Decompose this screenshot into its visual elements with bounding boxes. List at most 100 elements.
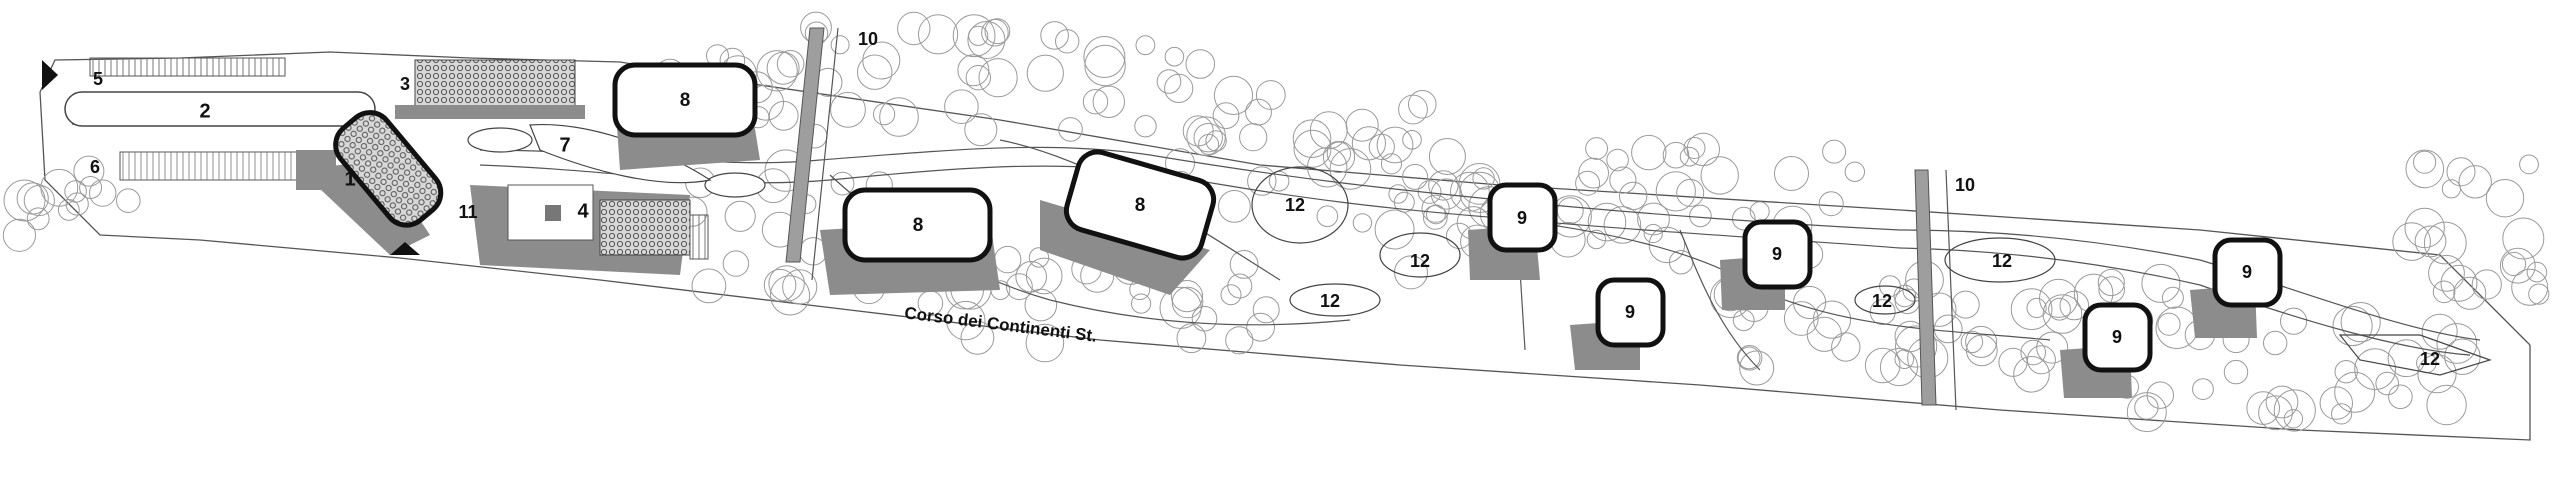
tree-icon	[2441, 179, 2461, 199]
label-7: 7	[559, 134, 570, 156]
tree-icon	[1164, 46, 1185, 67]
tree-icon	[1895, 325, 1938, 368]
tree-icon	[2283, 409, 2304, 429]
tree-icon	[2458, 165, 2492, 199]
tree-icon	[23, 184, 55, 217]
label-9-b: 9	[1625, 302, 1635, 322]
tree-icon	[1345, 108, 1379, 142]
tree-icon	[2511, 268, 2549, 306]
tree-icon	[2428, 254, 2465, 292]
tree-icon	[1164, 73, 1194, 104]
tree-icon	[1084, 44, 1126, 87]
tree-icon	[1893, 284, 1917, 308]
tree-icon	[763, 268, 797, 302]
tree-icon	[64, 180, 87, 203]
tree-icon	[1185, 49, 1216, 79]
tree-icon	[2404, 207, 2445, 249]
tree-icon	[2375, 371, 2399, 396]
tree-icon	[1683, 137, 1706, 159]
tree-icon	[2334, 360, 2358, 384]
tree-icon	[1408, 90, 1437, 119]
tree-icon	[2026, 345, 2056, 375]
tree-icon	[2010, 288, 2053, 331]
tree-icon	[2432, 280, 2456, 304]
tree-icon	[2499, 247, 2536, 284]
tree-icon	[1225, 326, 1254, 355]
tree-icon	[2319, 386, 2354, 420]
gardens-12	[1251, 166, 2492, 376]
tree-icon	[2331, 403, 2353, 425]
tree-icon	[724, 200, 756, 232]
tree-icon	[1213, 75, 1254, 116]
tree-icon	[2126, 392, 2167, 433]
tree-icon	[1619, 181, 1648, 211]
tree-icon	[952, 14, 996, 58]
tree-icon	[2528, 283, 2550, 305]
label-12-f: 12	[2420, 349, 2440, 369]
tree-icon	[1739, 350, 1775, 386]
tree-icon	[2436, 323, 2478, 364]
tree-icon	[1218, 190, 1251, 223]
tree-icon	[1028, 247, 1050, 268]
label-10-b: 10	[1955, 175, 1975, 195]
tree-icon	[26, 207, 50, 231]
tree-icon	[1446, 222, 1473, 249]
tree-icon	[1268, 170, 1290, 192]
tree-icon	[1352, 213, 1373, 233]
tree-icon	[2421, 313, 2458, 350]
tree-icon	[2340, 302, 2381, 343]
tree-icon	[1686, 132, 1721, 167]
tree-icon	[1368, 133, 1395, 160]
tree-icon	[769, 275, 811, 316]
tree-icon	[2039, 278, 2079, 318]
tree-icon	[967, 21, 1006, 59]
building-9-a	[1468, 182, 1558, 280]
tree-icon	[1430, 178, 1463, 210]
tree-icon	[2502, 217, 2545, 260]
tree-icon	[2501, 251, 2527, 277]
tree-icon	[1587, 202, 1627, 242]
tree-icon	[89, 179, 117, 207]
label-10-a: 10	[858, 29, 878, 49]
tree-icon	[2405, 149, 2445, 189]
tree-icon	[1191, 305, 1218, 332]
tree-icon	[981, 18, 1009, 47]
tree-icon	[2141, 263, 2181, 303]
building-1	[300, 110, 444, 255]
label-9-c: 9	[1772, 244, 1782, 264]
label-4: 4	[577, 200, 589, 222]
tree-icon	[2048, 297, 2071, 321]
tree-icon	[1586, 229, 1607, 250]
tree-icon	[766, 51, 800, 85]
tree-icon	[879, 97, 919, 137]
tree-icon	[830, 35, 850, 55]
tree-icon	[1388, 184, 1408, 204]
tree-icon	[1402, 130, 1422, 150]
tree-icon	[2134, 395, 2159, 420]
tree-icon	[2388, 384, 2413, 410]
label-12-c: 12	[1320, 291, 1340, 311]
tree-icon	[1606, 148, 1629, 172]
tree-icon	[2026, 297, 2047, 319]
label-12-e: 12	[1992, 251, 2012, 271]
tree-icon	[2280, 307, 2308, 335]
tree-icon	[1933, 314, 1963, 344]
tree-icon	[1609, 166, 1637, 194]
tree-icon	[862, 41, 901, 80]
label-8-c: 8	[1135, 195, 1146, 216]
tree-icon	[946, 300, 986, 341]
tree-icon	[1818, 191, 1844, 217]
tree-icon	[2265, 385, 2299, 419]
tree-icon	[1255, 80, 1286, 110]
label-3: 3	[400, 74, 410, 94]
tree-icon	[1082, 89, 1109, 115]
tree-icon	[1083, 36, 1126, 78]
tree-icon	[1156, 69, 1182, 94]
tree-icon	[2020, 339, 2046, 366]
label-12-a: 12	[1285, 195, 1305, 215]
road-strip-left	[785, 27, 839, 281]
tree-icon	[1428, 170, 1459, 201]
tree-icon	[1134, 115, 1157, 138]
label-8-b: 8	[913, 215, 924, 236]
tree-icon	[1402, 163, 1429, 190]
